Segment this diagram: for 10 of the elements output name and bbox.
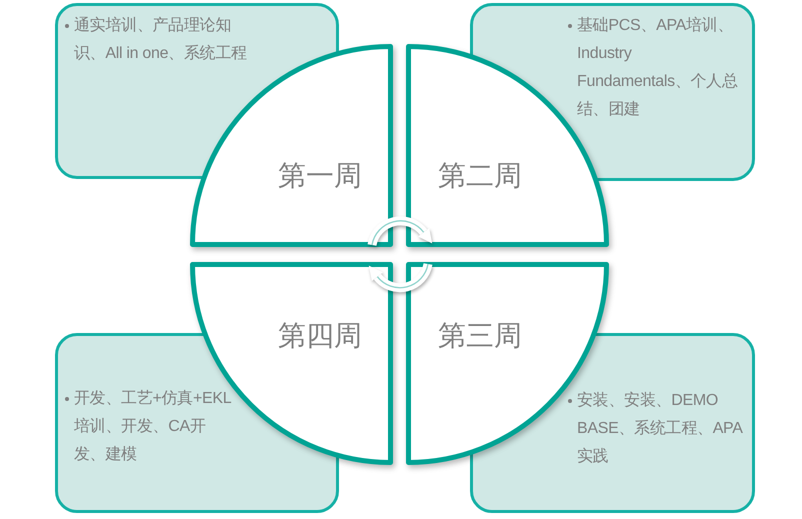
week-label: 第二周 [438,160,522,192]
week-label: 第一周 [278,160,362,192]
curved-arrow [368,216,433,246]
bullet-text: 安装、安装、DEMO BASE、系统工程、APA实践 [577,390,744,467]
bullet-text: 开发、工艺+仿真+EKL培训、开发、CA开发、建模 [74,388,232,465]
bullet-text: 通实培训、产品理论知识、All in one、系统工程 [74,16,248,64]
bullet-text: 基础PCS、APA培训、Industry Fundamentals、个人总结、团建 [577,16,739,120]
week-label: 第四周 [278,320,362,352]
week-label: 第三周 [438,320,522,352]
curved-arrow [368,262,432,292]
